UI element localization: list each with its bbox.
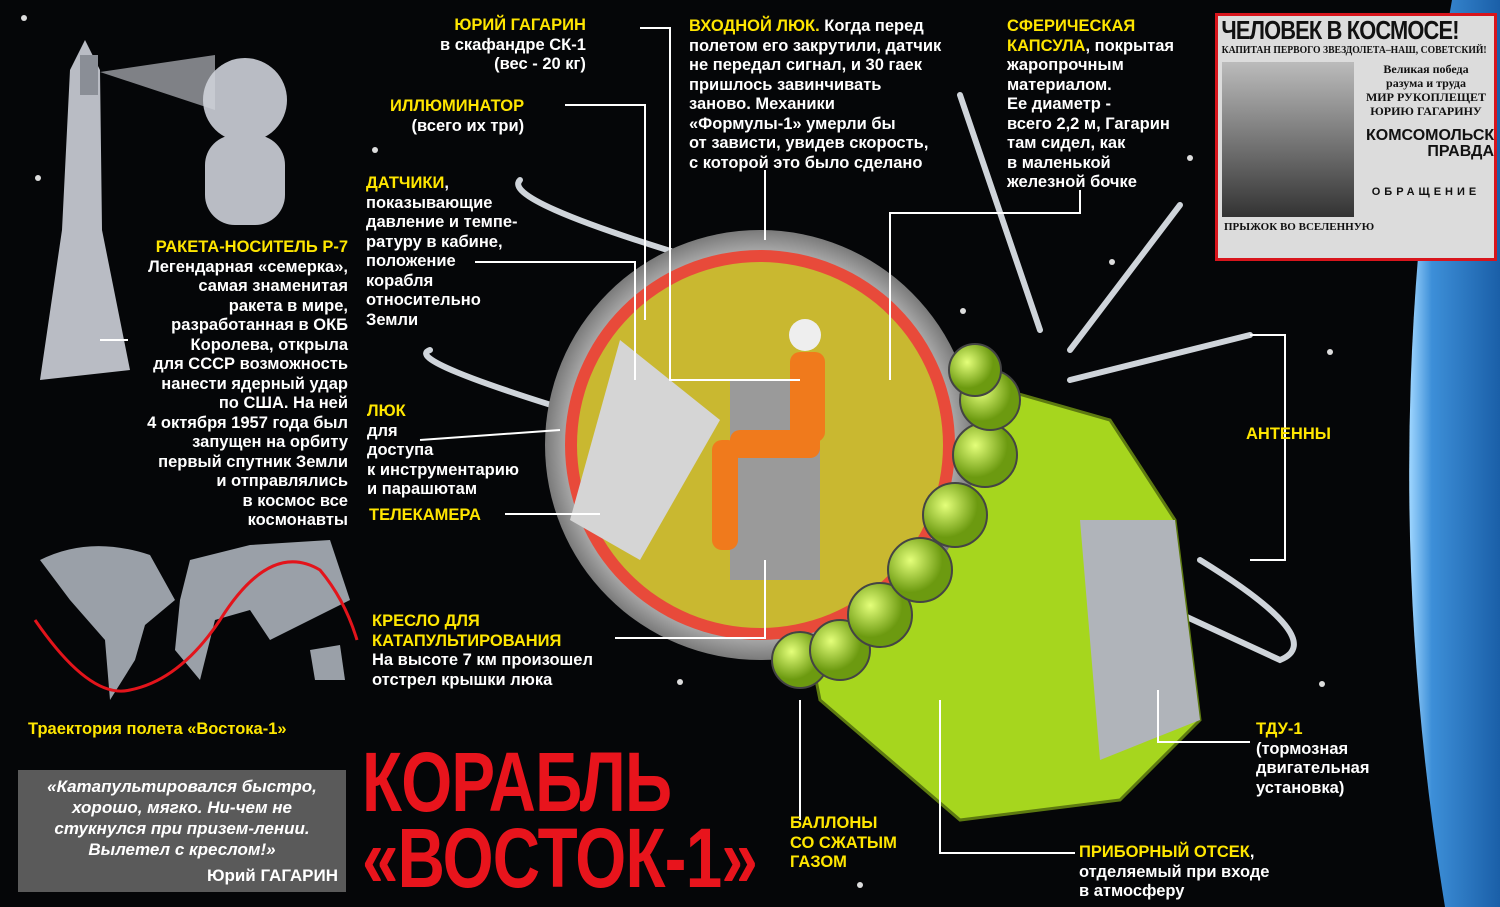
newspaper-subhead: КАПИТАН ПЕРВОГО ЗВЕЗДОЛЕТА–НАШ, СОВЕТСКИ… xyxy=(1221,45,1487,56)
label-seat-body: На высоте 7 км произошел отстрел крышки … xyxy=(372,651,593,689)
label-gagarin-head: ЮРИЙ ГАГАРИН xyxy=(454,16,586,34)
trajectory xyxy=(33,560,359,693)
label-tdu-body: (тормозная двигательная установка) xyxy=(1256,739,1370,797)
label-rocket: РАКЕТА-НОСИТЕЛЬ Р-7 Легендарная «семерка… xyxy=(90,238,348,531)
label-rocket-body: Легендарная «семерка», самая знаменитая … xyxy=(147,257,348,530)
label-antennas: АНТЕННЫ xyxy=(1246,425,1331,443)
quote-author: Юрий ГАГАРИН xyxy=(206,866,338,885)
label-hatch-head: ЛЮК xyxy=(367,402,406,420)
label-gagarin-body: в скафандре СК-1 (вес - 20 кг) xyxy=(440,35,586,74)
label-entry-hatch-head: ВХОДНОЙ ЛЮК. xyxy=(689,17,820,35)
gagarin-photo xyxy=(1222,62,1354,217)
gas-tanks xyxy=(771,343,1021,689)
label-porthole-body: (всего их три) xyxy=(411,116,525,135)
cosmonaut-figure xyxy=(712,319,825,550)
newspaper-appeal: ОБРАЩЕНИЕ xyxy=(1371,186,1481,198)
label-gas-tanks: БАЛЛОНЫ СО СЖАТЫМ ГАЗОМ xyxy=(790,814,897,871)
label-sensors-head: ДАТЧИКИ xyxy=(366,174,445,192)
label-seat-head: КРЕСЛО ДЛЯ КАТАПУЛЬТИРОВАНИЯ xyxy=(372,612,562,650)
label-sensors-body: , показывающие давление и темпе- ратуру … xyxy=(366,174,518,329)
leader-lines xyxy=(100,27,1286,854)
camera-block xyxy=(570,340,720,560)
label-porthole-head: ИЛЛЮМИНАТОР xyxy=(390,97,525,115)
label-entry-hatch-body: Когда перед полетом его закрутили, датчи… xyxy=(689,17,942,172)
quote-text: «Катапультировался быстро, хорошо, мягко… xyxy=(47,777,317,859)
newspaper-clipping: ЧЕЛОВЕК В КОСМОСЕ! КАПИТАН ПЕРВОГО ЗВЕЗД… xyxy=(1215,13,1497,261)
label-gagarin: ЮРИЙ ГАГАРИН в скафандре СК-1 (вес - 20 … xyxy=(440,16,586,75)
label-camera: ТЕЛЕКАМЕРА xyxy=(369,506,481,524)
tdu-engine xyxy=(1080,520,1200,760)
label-instrument-body: , отделяемый при входе в атмосферу xyxy=(1079,843,1270,900)
label-rocket-head: РАКЕТА-НОСИТЕЛЬ Р-7 xyxy=(155,238,348,256)
newspaper-masthead: КОМСОМОЛЬСКАЯ ПРАВДА xyxy=(1366,127,1495,160)
newspaper-lines: Великая победа разума и труда МИР РУКОПЛ… xyxy=(1365,62,1487,118)
label-entry-hatch: ВХОДНОЙ ЛЮК. Когда перед полетом его зак… xyxy=(689,17,941,173)
newspaper-article: ПРЫЖОК ВО ВСЕЛЕННУЮ xyxy=(1224,221,1375,233)
newspaper-headline: ЧЕЛОВЕК В КОСМОСЕ! xyxy=(1221,15,1459,45)
label-instrument-head: ПРИБОРНЫЙ ОТСЕК xyxy=(1079,843,1250,861)
label-hatch: ЛЮК для доступа к инструментарию и параш… xyxy=(367,402,519,500)
label-instrument: ПРИБОРНЫЙ ОТСЕК, отделяемый при входе в … xyxy=(1079,843,1269,902)
label-capsule: СФЕРИЧЕСКАЯ КАПСУЛА, покрытая жаропрочны… xyxy=(1007,17,1174,193)
label-capsule-body: , покрытая жаропрочным материалом. Ее ди… xyxy=(1007,36,1174,192)
label-tdu: ТДУ-1 (тормозная двигательная установка) xyxy=(1256,720,1369,798)
label-sensors: ДАТЧИКИ, показывающие давление и темпе- … xyxy=(366,174,518,330)
world-map xyxy=(40,540,350,700)
rocket-r7-silhouette xyxy=(40,40,287,380)
label-capsule-head: СФЕРИЧЕСКАЯ КАПСУЛА xyxy=(1007,17,1136,55)
label-hatch-body: для доступа к инструментарию и парашютам xyxy=(367,421,519,499)
quote-box: «Катапультировался быстро, хорошо, мягко… xyxy=(18,770,346,892)
map-caption: Траектория полета «Востока-1» xyxy=(28,720,287,738)
label-seat: КРЕСЛО ДЛЯ КАТАПУЛЬТИРОВАНИЯ На высоте 7… xyxy=(372,612,593,690)
page-title: КОРАБЛЬ «ВОСТОК-1» xyxy=(362,735,758,905)
label-porthole: ИЛЛЮМИНАТОР (всего их три) xyxy=(390,97,524,136)
label-tdu-head: ТДУ-1 xyxy=(1256,720,1303,738)
